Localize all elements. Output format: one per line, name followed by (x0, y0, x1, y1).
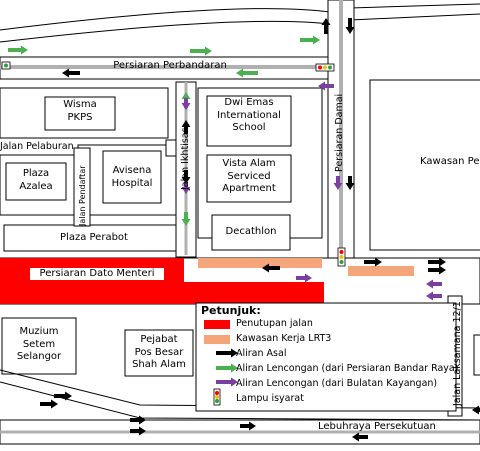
avisena-label: Avisena Hospital (111, 165, 153, 189)
detour-bandar-raya-arrow (8, 45, 28, 55)
detour-kayangan-arrow (296, 273, 312, 283)
original-flow-arrow (54, 391, 72, 401)
detour-kayangan-arrow (426, 279, 442, 289)
original-flow-arrow (364, 257, 382, 267)
lrt3-work-zone-mid (198, 258, 322, 268)
building-wisma-pkps (0, 87, 169, 139)
detour-bandar-raya-arrow (181, 212, 191, 226)
legend-traffic-light-icon (213, 388, 221, 406)
detour-bandar-raya-arrow (216, 363, 238, 373)
vista-alam-label: Vista Alam Serviced Apartment (222, 158, 276, 194)
legend-label-lrt3: Kawasan Kerja LRT3 (236, 333, 332, 344)
persiaran-perbandaran-label: Persiaran Perbandaran (113, 60, 227, 71)
original-flow-arrow (181, 170, 191, 184)
kawasan-label: Kawasan Per (420, 156, 480, 167)
detour-kayangan-arrow (426, 291, 442, 301)
muzium-label: Muzium Setem Selangor (16, 326, 62, 362)
lebuhraya-persekutuan-label: Lebuhraya Persekutuan (318, 421, 436, 432)
original-flow-arrow (262, 263, 280, 273)
detour-kayangan-arrow (181, 98, 191, 110)
jalan-pendaftar-label: Jalan Pendaftar (78, 165, 87, 226)
legend-label-closure: Penutupan jalan (236, 318, 313, 329)
original-flow-arrow (40, 399, 58, 409)
jalan-pelaburan-label: Jalan Pelaburan (0, 141, 74, 152)
jalan-ikhtisas-label: Jalan Ikhtisas (180, 127, 191, 190)
jalan-laksamana-label: Jalan Laksamana 12/1 (452, 301, 463, 406)
legend-swatch-closure (204, 320, 230, 329)
original-flow-arrow (345, 176, 355, 190)
lrt3-work-zone-right (348, 266, 414, 276)
detour-kayangan-arrow (216, 377, 238, 387)
original-flow-arrow (130, 426, 146, 436)
detour-bandar-raya-arrow (236, 68, 258, 78)
original-flow-arrow (240, 421, 256, 431)
legend-swatch-lrt3 (204, 335, 230, 344)
plaza-perabot-label: Plaza Perabot (60, 232, 128, 243)
traffic-light-top (315, 63, 335, 72)
detour-kayangan-arrow (318, 81, 334, 91)
detour-kayangan-arrow (333, 176, 343, 190)
road-closure-main (0, 282, 324, 304)
decathlon-label: Decathlon (225, 226, 277, 237)
original-flow-arrow (130, 415, 146, 425)
original-flow-arrow (62, 68, 80, 78)
dwi-emas-label: Dwi Emas International School (217, 97, 281, 133)
original-flow-arrow (428, 265, 446, 275)
original-flow-arrow (472, 405, 480, 415)
persiaran-damai-label: Persiaran Damai (334, 93, 345, 172)
legend-box (195, 302, 457, 412)
original-flow-arrow (216, 348, 238, 358)
detour-bandar-raya-arrow (190, 46, 212, 56)
legend-label-detour-kayangan: Aliran Lencongan (dari Bulatan Kayangan) (236, 378, 438, 389)
original-flow-arrow (428, 257, 446, 267)
legend-label-detour-bandar-raya: Aliran Lencongan (dari Persiaran Bandar … (236, 363, 459, 374)
building-kawasan (369, 79, 480, 251)
detour-kayangan-arrow (181, 182, 191, 194)
plaza-azalea-label: Plaza Azalea (19, 168, 53, 192)
original-flow-arrow (345, 18, 355, 34)
traffic-light-damai (337, 247, 346, 267)
legend-label-traffic-light: Lampu isyarat (236, 393, 304, 404)
original-flow-arrow (352, 432, 368, 442)
legend-label-original-flow: Aliran Asal (236, 348, 287, 359)
legend-title: Petunjuk: (201, 304, 261, 317)
original-flow-arrow (181, 120, 191, 134)
persiaran-dato-menteri-label: Persiaran Dato Menteri (39, 268, 155, 279)
traffic-light-left (1, 61, 11, 70)
wisma-pkps-label: Wisma PKPS (63, 99, 97, 123)
detour-bandar-raya-arrow (300, 35, 320, 45)
original-flow-arrow (321, 18, 331, 34)
pejabat-pos-label: Pejabat Pos Besar Shah Alam (132, 334, 186, 370)
